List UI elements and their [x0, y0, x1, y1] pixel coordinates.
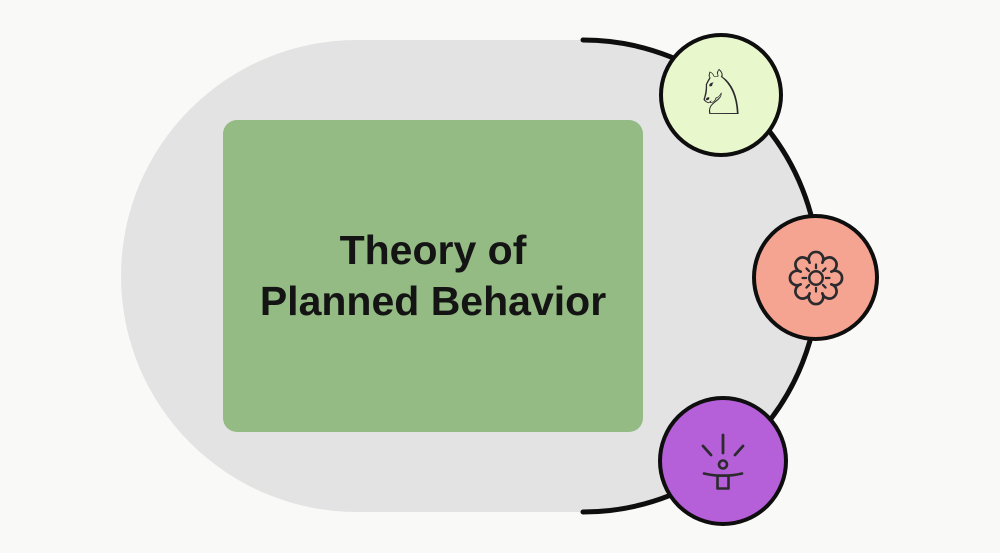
ray-left [701, 444, 713, 457]
title-line-2: Planned Behavior [259, 278, 607, 324]
body [716, 474, 730, 490]
bubble-person-rays [658, 396, 788, 526]
diagram-title: Theory of Planned Behavior [260, 225, 606, 328]
title-line-1: Theory of [339, 226, 527, 273]
flower-icon [788, 250, 843, 305]
title-panel: Theory of Planned Behavior [223, 120, 643, 432]
bubble-chess-knight: ♘ [659, 33, 783, 157]
chess-knight-icon: ♘ [693, 56, 749, 129]
ray-right [733, 444, 745, 457]
bubble-flower [752, 214, 879, 341]
head [717, 459, 729, 470]
person-rays-icon [701, 433, 745, 490]
